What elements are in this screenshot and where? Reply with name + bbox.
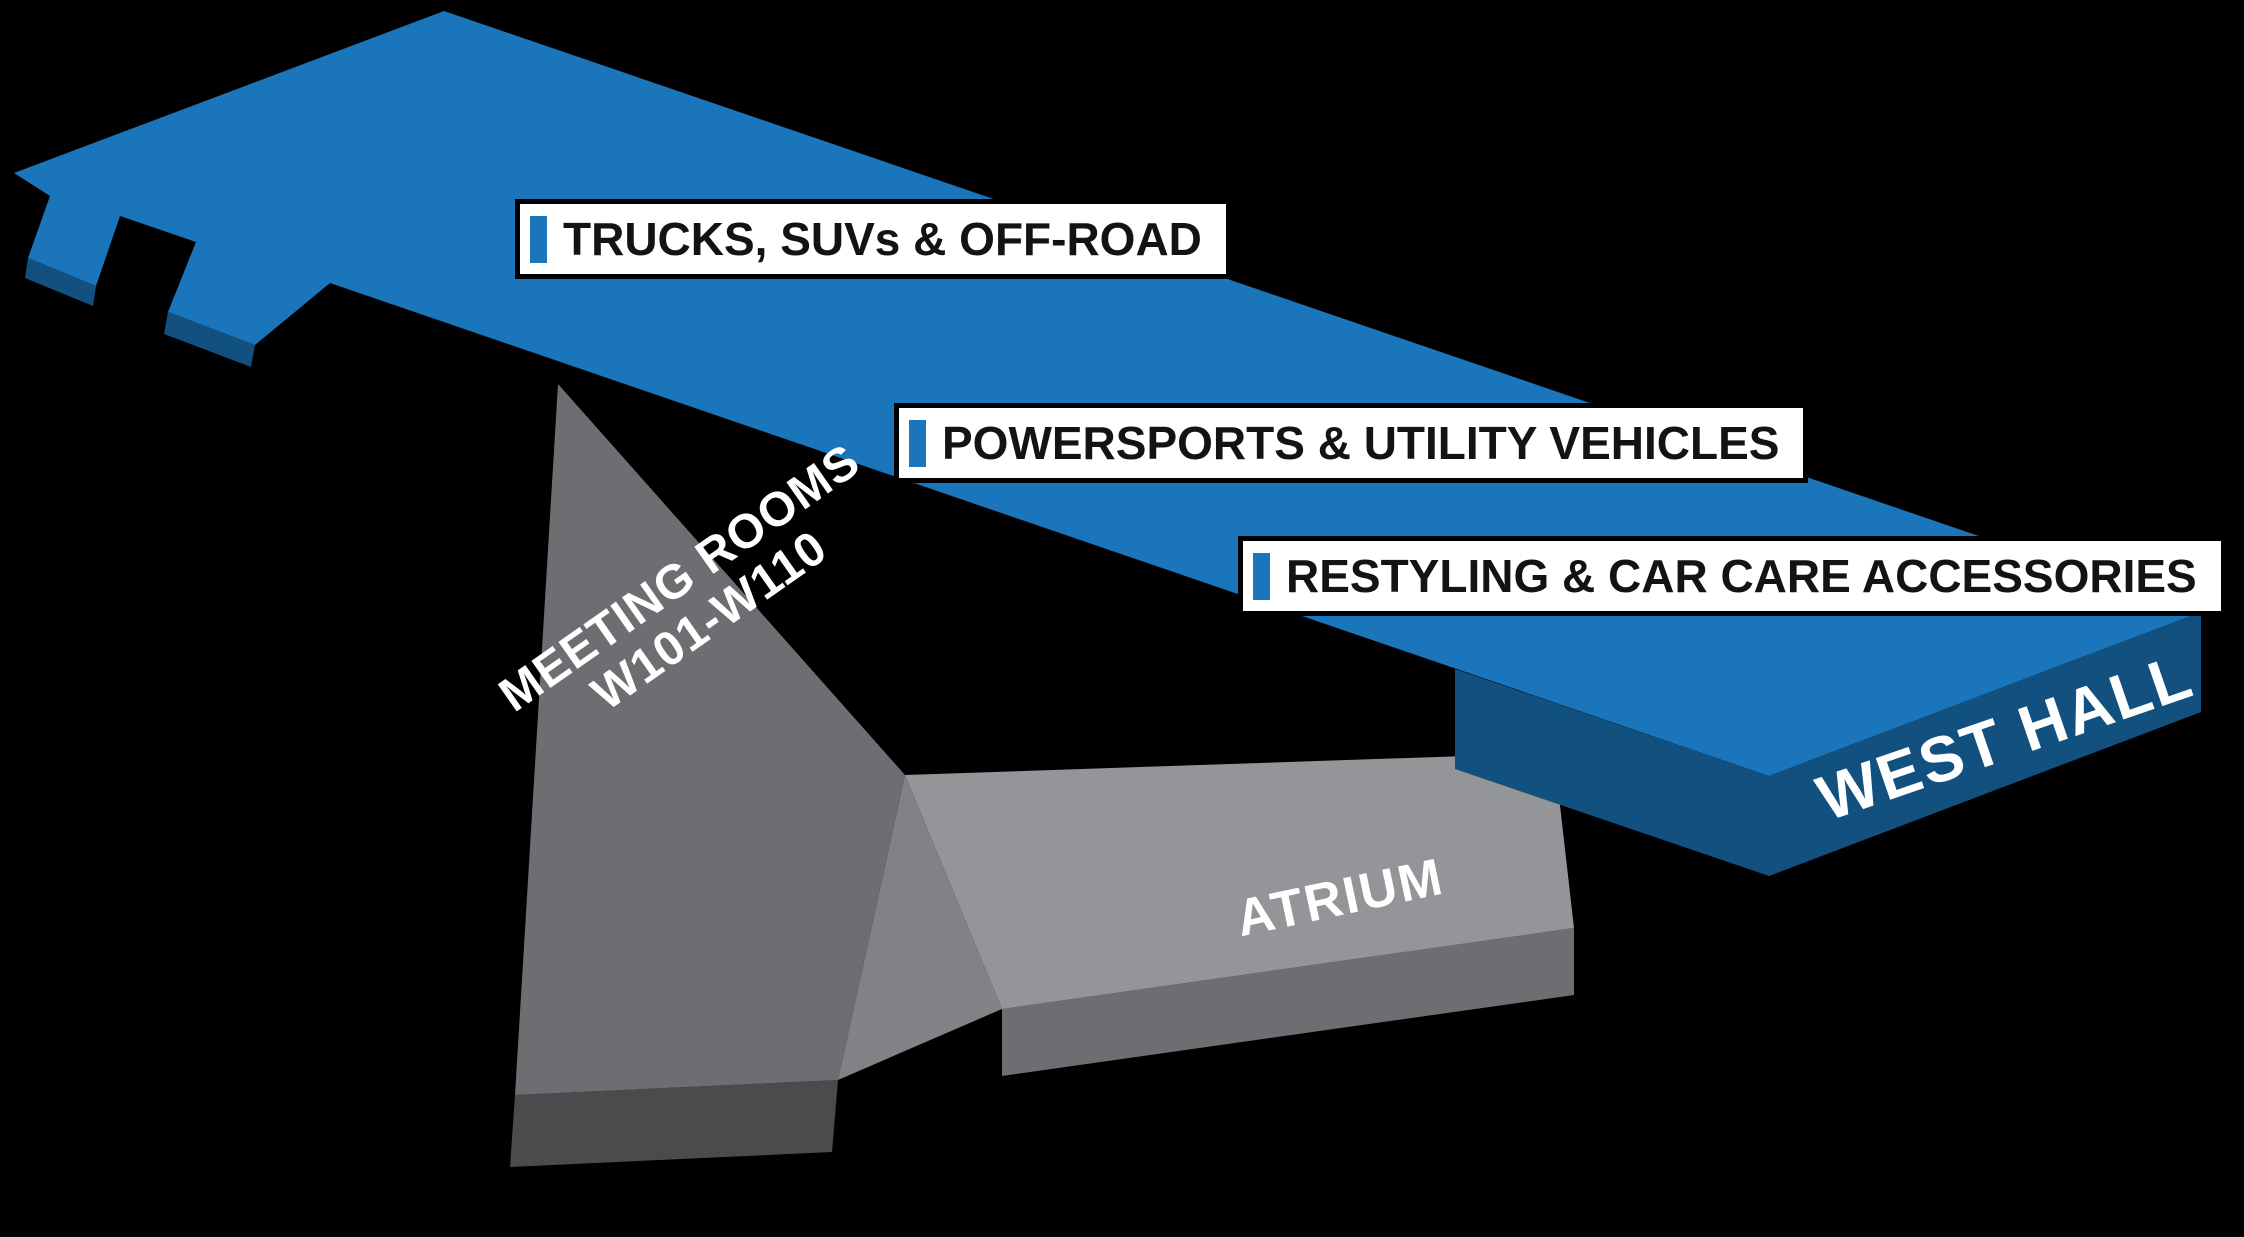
legend-label: RESTYLING & CAR CARE ACCESSORIES	[1286, 550, 2197, 602]
atrium-front-face	[1002, 928, 1574, 1076]
legend-label: TRUCKS, SUVs & OFF-ROAD	[563, 213, 1202, 265]
legend-accent-bar	[1253, 552, 1270, 600]
legend-box-powersports-utility: POWERSPORTS & UTILITY VEHICLES	[894, 403, 1809, 483]
legend-box-restyling-car-care: RESTYLING & CAR CARE ACCESSORIES	[1238, 536, 2226, 616]
meeting-rooms-front-face	[510, 1080, 838, 1167]
legend-accent-bar	[530, 215, 547, 263]
legend-box-trucks-suvs-offroad: TRUCKS, SUVs & OFF-ROAD	[515, 199, 1231, 279]
legend-accent-bar	[909, 419, 926, 467]
atrium-top-surface	[905, 753, 1574, 1009]
meeting-rooms-top-surface	[515, 384, 905, 1095]
west-hall-front-face	[1455, 612, 2201, 876]
west-hall-notch-bevel	[164, 312, 255, 367]
wedge-step-face	[838, 775, 1002, 1080]
legend-label: POWERSPORTS & UTILITY VEHICLES	[942, 417, 1780, 469]
west-hall-notch-bevel	[25, 258, 96, 306]
west-hall-top-surface	[14, 11, 2201, 776]
